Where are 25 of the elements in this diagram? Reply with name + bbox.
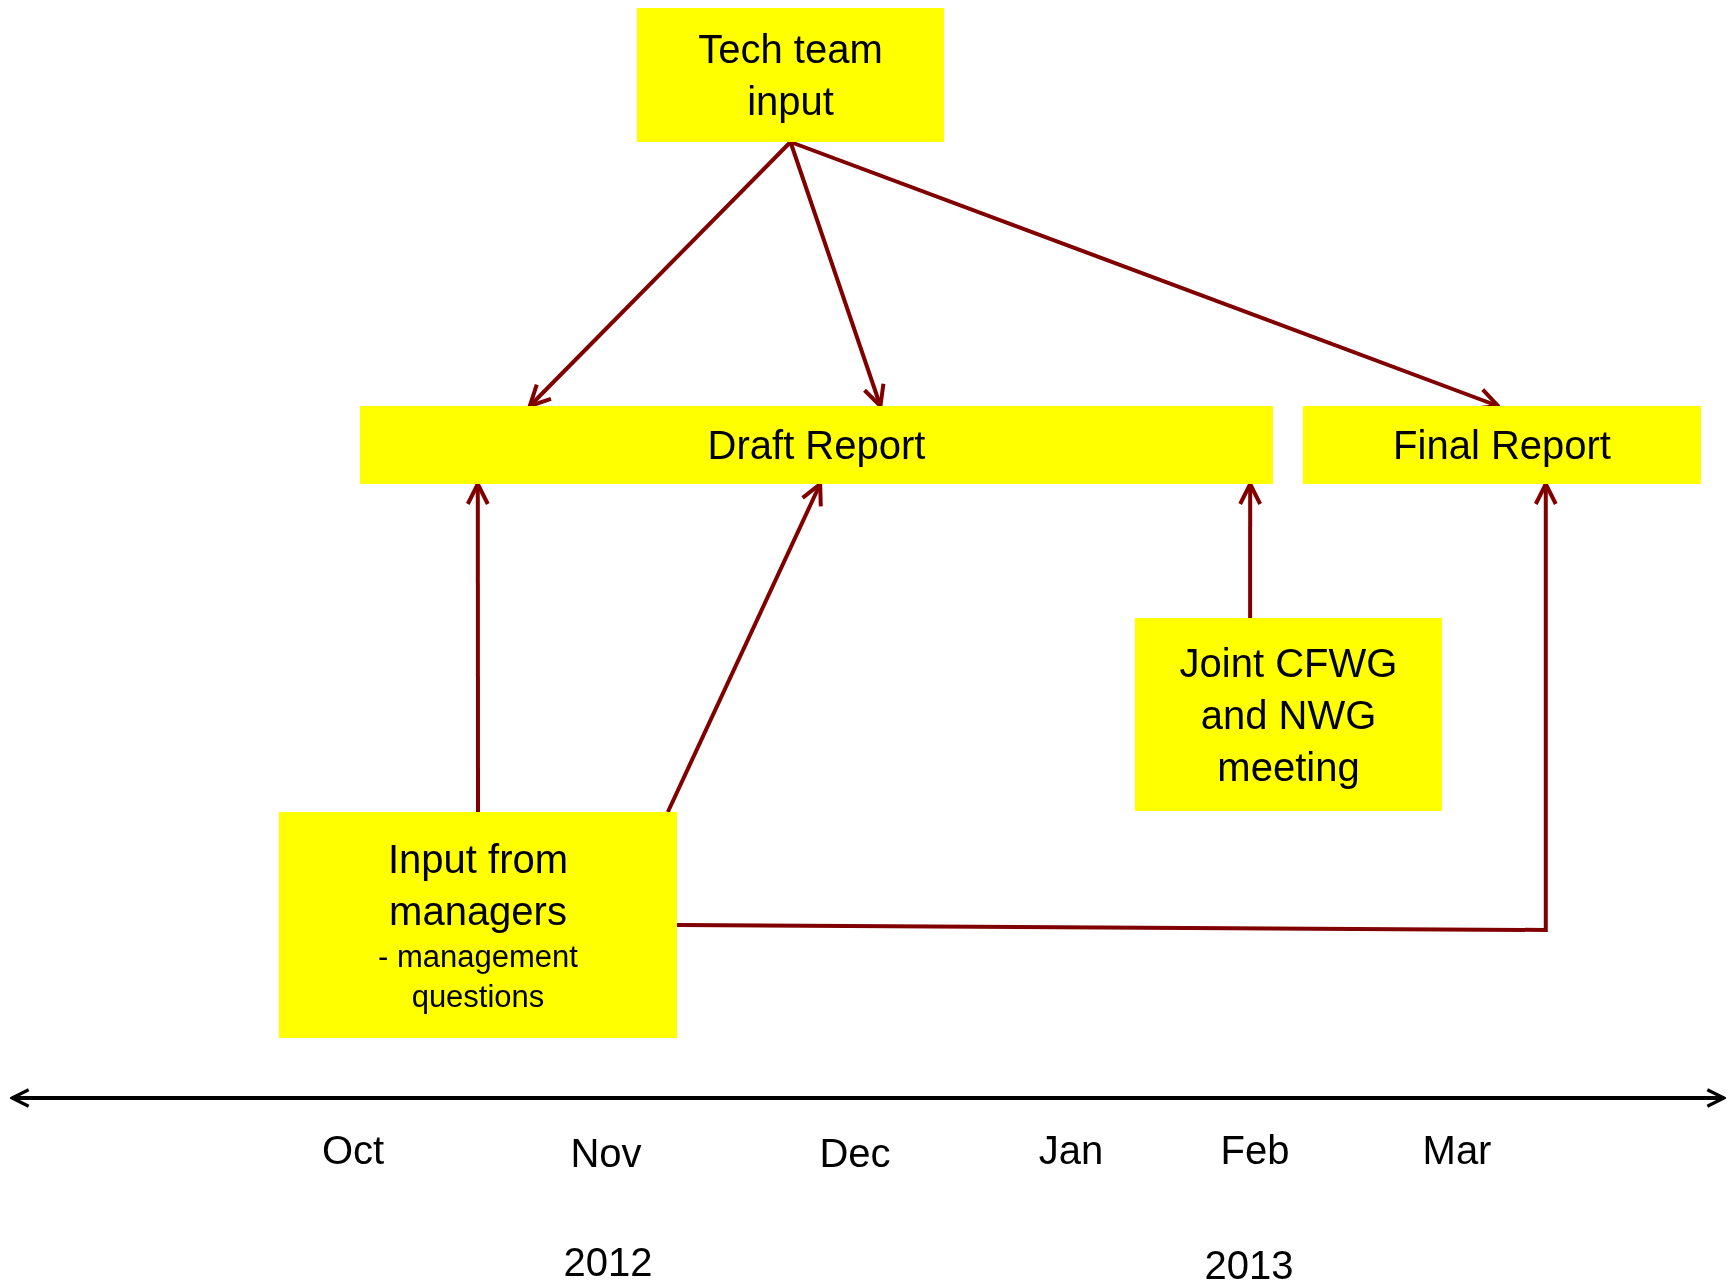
node-label: Draft Report (707, 422, 926, 469)
month-label: Dec (819, 1131, 891, 1176)
arrow (788, 141, 886, 408)
month-label: Feb (1220, 1128, 1290, 1173)
arrow (677, 482, 1558, 932)
node-label: Tech team input (697, 26, 884, 125)
year-label: 2012 (563, 1240, 653, 1285)
month-label: Jan (1038, 1128, 1104, 1173)
month-label: Nov (570, 1131, 642, 1176)
arrow (666, 482, 823, 813)
process-box (1135, 618, 1442, 811)
arrow (465, 482, 490, 812)
month-label: Oct (321, 1128, 385, 1173)
arrow (1238, 482, 1263, 618)
node-label: Joint CFWG and NWG meeting (1178, 639, 1399, 791)
process-box (360, 406, 1273, 484)
process-box (1303, 406, 1701, 484)
node-label: Input from managers (386, 835, 570, 935)
node-label: Final Report (1393, 422, 1611, 469)
arrow (527, 140, 792, 408)
node-subtext: - management questions (377, 937, 579, 1016)
process-box (637, 8, 944, 142)
process-box (279, 812, 677, 1038)
year-label: 2013 (1204, 1243, 1294, 1287)
month-label: Mar (1422, 1128, 1492, 1173)
